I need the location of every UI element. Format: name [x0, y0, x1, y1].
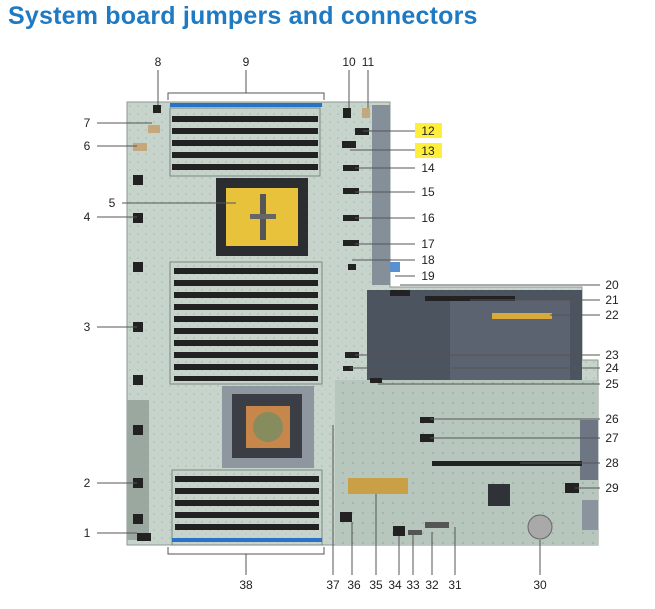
- riser-slots: [343, 296, 582, 493]
- callout-labels: 1 2 3 4 5 6 7 8 9 10 11 12 13 14 15 16 1…: [84, 55, 619, 592]
- callout-32: 32: [425, 578, 439, 592]
- callout-14: 14: [421, 161, 435, 175]
- fan-connectors: [133, 175, 143, 524]
- callout-37: 37: [326, 578, 340, 592]
- callout-6: 6: [84, 139, 91, 153]
- callout-12: 12: [421, 124, 435, 138]
- highlight-13: [415, 143, 442, 158]
- processor-socket-2: [222, 386, 314, 468]
- callout-7: 7: [84, 116, 91, 130]
- callout-10: 10: [342, 55, 356, 69]
- callout-8: 8: [155, 55, 162, 69]
- callout-21: 21: [605, 293, 619, 307]
- callout-35: 35: [369, 578, 383, 592]
- callout-29: 29: [605, 481, 619, 495]
- callout-20: 20: [605, 278, 619, 292]
- callout-33: 33: [406, 578, 420, 592]
- callout-9: 9: [243, 55, 250, 69]
- bottom-components: [137, 478, 553, 541]
- callout-5: 5: [109, 196, 116, 210]
- callout-18: 18: [421, 253, 435, 267]
- callout-36: 36: [347, 578, 361, 592]
- callout-11: 11: [362, 55, 375, 69]
- callout-15: 15: [421, 185, 435, 199]
- callout-24: 24: [605, 361, 619, 375]
- callout-23: 23: [605, 348, 619, 362]
- callout-30: 30: [533, 578, 547, 592]
- highlight-12: [415, 123, 442, 138]
- callout-13: 13: [421, 144, 435, 158]
- leader-lines: [97, 70, 600, 575]
- callout-3: 3: [84, 320, 91, 334]
- callout-22: 22: [605, 308, 619, 322]
- callout-17: 17: [421, 237, 435, 251]
- callout-2: 2: [84, 476, 91, 490]
- callout-16: 16: [421, 211, 435, 225]
- callout-26: 26: [605, 412, 619, 426]
- processor-socket-1: [216, 178, 308, 256]
- callout-27: 27: [605, 431, 619, 445]
- callout-25: 25: [605, 377, 619, 391]
- dimm-slots-bottom: [171, 469, 323, 546]
- callout-34: 34: [388, 578, 402, 592]
- callout-19: 19: [421, 269, 435, 283]
- callout-1: 1: [84, 526, 91, 540]
- top-connectors: [133, 105, 410, 296]
- callout-31: 31: [448, 578, 462, 592]
- dimm-slots-middle: [169, 261, 323, 385]
- callout-28: 28: [605, 456, 619, 470]
- callout-4: 4: [84, 210, 91, 224]
- page-title: System board jumpers and connectors: [8, 2, 478, 30]
- dimm-slots-top: [169, 103, 322, 177]
- callout-38: 38: [239, 578, 253, 592]
